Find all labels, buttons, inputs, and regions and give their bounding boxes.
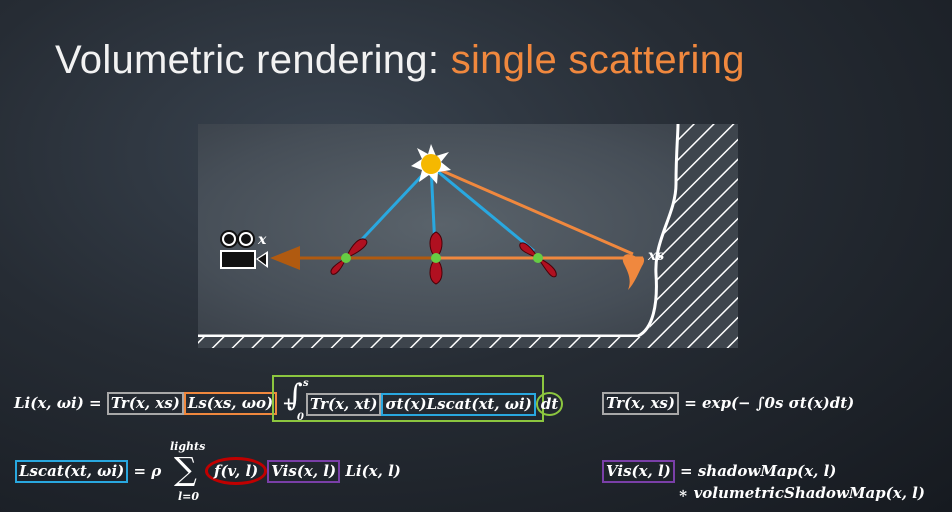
sum-sign: ∑: [174, 450, 197, 488]
eq1-plus: +: [282, 394, 295, 412]
eq2-rhs: = exp(− ∫0s σt(x)dt): [684, 394, 855, 412]
phase-lobe-3: [519, 242, 557, 278]
eq1-surface-radiance-box: Ls(xs, ωo): [183, 392, 278, 415]
eq1-dt-ellipse: dt: [535, 392, 564, 416]
eq1-lscat: Lscat(xt, ωi): [426, 395, 532, 413]
visibility-equation: Vis(x, l) = shadowMap(x, l): [602, 460, 836, 483]
title-highlight: single scattering: [450, 38, 745, 82]
surface-brdf-lobe: [622, 254, 645, 290]
radiance-equation: Li(x, ωi) = Tr(x, xs)Ls(xs, ωo) +: [14, 392, 295, 415]
eq2-transmittance-box: Tr(x, xs): [602, 392, 679, 415]
wall-surface: [198, 124, 680, 338]
integral-sign: ∫: [287, 378, 303, 413]
sum-upper: lights: [170, 440, 206, 453]
eq3-terms: f(v, l)Vis(x, l) Li(x, l): [205, 457, 401, 485]
eq1-sigma: σt(x): [385, 395, 427, 413]
sum-lower: l=0: [178, 490, 200, 503]
light-ray-1: [348, 164, 433, 254]
floor-hatch: [198, 337, 738, 348]
camera-label: x: [257, 232, 267, 248]
wall-hatch: [638, 124, 738, 348]
phase-lobe-2: [429, 231, 443, 285]
eq1-integral: ∫ s 0 Tr(x, xt)σt(x)Lscat(xt, ωi)dt: [287, 378, 564, 423]
eq3-lscat-box: Lscat(xt, ωi): [15, 460, 129, 483]
eq3-eq: = ρ: [133, 462, 162, 480]
eq3-summation: lights ∑ l=0: [168, 440, 214, 504]
sun-icon: [411, 144, 451, 184]
lscat-equation: Lscat(xt, ωi) = ρ: [15, 460, 161, 483]
slide-title: Volumetric rendering: single scattering: [55, 38, 745, 83]
eq3-phase-function-ellipse: f(v, l): [205, 457, 268, 485]
phase-lobe-1: [330, 238, 368, 275]
integral-upper: s: [303, 378, 309, 389]
eq1-scatter-box: σt(x)Lscat(xt, ωi): [381, 393, 536, 416]
eq1-transmittance-box: Tr(x, xs): [106, 392, 184, 415]
light-ray-3: [430, 164, 535, 253]
transmittance-equation: Tr(x, xs) = exp(− ∫0s σt(x)dt): [602, 392, 854, 415]
eq4-line2: ∗ volumetricShadowMap(x, l): [678, 484, 925, 502]
diagram-svg: x xs: [198, 124, 738, 348]
eq4-rhs1: = shadowMap(x, l): [680, 462, 837, 480]
eq4-visibility-box: Vis(x, l): [602, 460, 675, 483]
eq3-li: Li(x, l): [345, 462, 401, 480]
camera-icon: [220, 230, 268, 269]
eq1-lhs: Li(x, ωi) =: [14, 394, 102, 412]
surface-label: xs: [647, 248, 664, 264]
eq1-inner-transmittance-box: Tr(x, xt): [306, 393, 382, 416]
scattering-diagram: x xs: [198, 124, 738, 348]
eq3-visibility-box: Vis(x, l): [267, 460, 341, 483]
title-main: Volumetric rendering:: [55, 38, 451, 82]
light-ray-surface: [430, 164, 634, 256]
integral-lower: 0: [297, 412, 304, 423]
